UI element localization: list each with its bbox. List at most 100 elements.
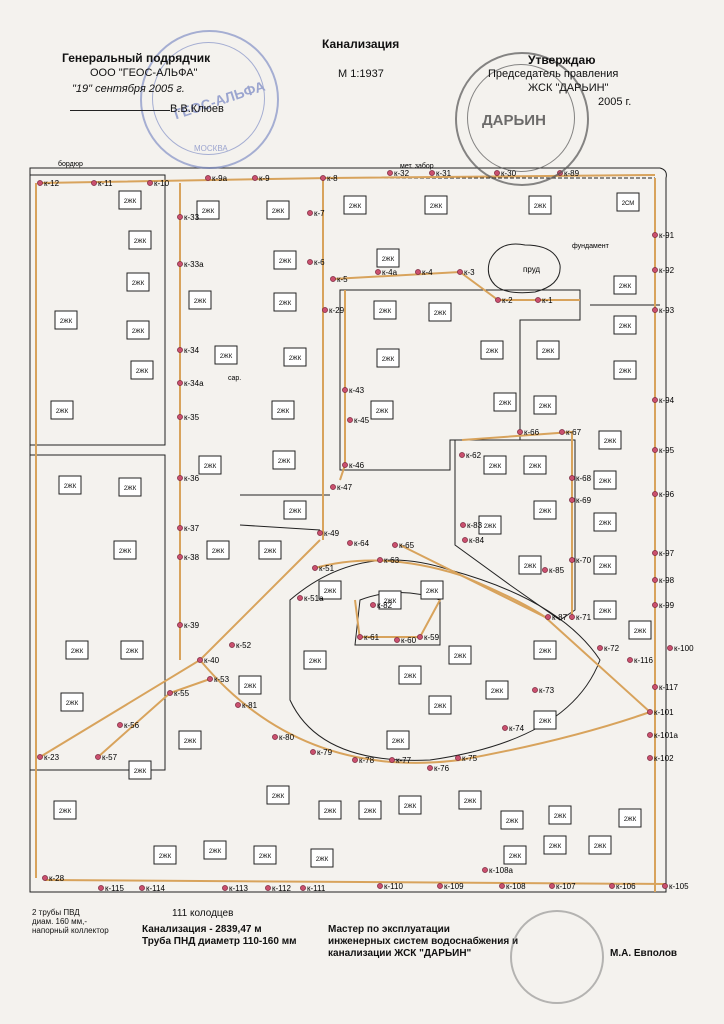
well-marker <box>357 634 363 640</box>
well-label: к-4а <box>382 268 398 277</box>
well: к-9 <box>252 174 270 183</box>
house-label: 2ЖК <box>509 854 522 860</box>
well: к-32 <box>387 169 410 178</box>
house-outline <box>188 290 212 310</box>
house: 2ЖК <box>548 805 572 825</box>
well-label: к-68 <box>576 474 592 483</box>
site-boundary <box>29 167 667 893</box>
house: 2ЖК <box>65 640 89 660</box>
well-label: к-73 <box>539 686 555 695</box>
house-outline <box>272 450 296 470</box>
well-label: к-95 <box>659 446 675 455</box>
well-marker <box>662 883 668 889</box>
well-label: к-36 <box>184 474 200 483</box>
well-marker <box>652 232 658 238</box>
well-marker <box>652 684 658 690</box>
well-marker <box>417 634 423 640</box>
well: к-34 <box>177 346 200 355</box>
house-label: 2ЖК <box>349 204 362 210</box>
well: к-96 <box>652 490 675 499</box>
pond-label: пруд <box>523 265 540 274</box>
house-outline <box>618 808 642 828</box>
well-marker <box>91 180 97 186</box>
well-marker <box>167 690 173 696</box>
house-outline <box>120 640 144 660</box>
house-outline <box>283 347 307 367</box>
well-marker <box>569 557 575 563</box>
house: 2ЖК <box>273 292 297 312</box>
house: 2ЖК <box>153 845 177 865</box>
house-outline <box>523 455 547 475</box>
well-label: к-92 <box>659 266 675 275</box>
fence-label: мет. забор <box>400 162 434 170</box>
house: 2ЖК <box>493 392 517 412</box>
house-label: 2ЖК <box>534 204 547 210</box>
well: к-8 <box>320 174 338 183</box>
contractor-signer: В.В.Клюев <box>170 103 224 115</box>
house-label: 2ЖК <box>202 209 215 215</box>
well-label: к-32 <box>394 169 410 178</box>
well-marker <box>652 550 658 556</box>
well-label: к-53 <box>214 675 230 684</box>
pipe-north <box>39 174 656 184</box>
house: 2ЖК <box>266 785 290 805</box>
pond <box>487 243 561 294</box>
house: 2ЖК <box>113 540 137 560</box>
house: 2ЖК <box>386 730 410 750</box>
well: к-78 <box>352 756 375 765</box>
well-label: к-5 <box>337 275 348 284</box>
house: 2ЖК <box>53 800 77 820</box>
well-marker <box>437 883 443 889</box>
house-label: 2ЖК <box>66 701 79 707</box>
house-outline <box>370 400 394 420</box>
approve-org: ЖСК "ДАРЬИН" <box>528 82 609 94</box>
well-label: к-55 <box>174 689 190 698</box>
house-outline <box>214 345 238 365</box>
well-label: к-75 <box>462 754 478 763</box>
house-outline <box>58 475 82 495</box>
house-outline <box>398 795 422 815</box>
well-label: к-101а <box>654 731 679 740</box>
house-outline <box>503 845 527 865</box>
contractor-stamp: ГЕОС-АЛЬФА МОСКВА <box>140 30 279 169</box>
well: к-51а <box>297 594 324 603</box>
well-marker <box>177 414 183 420</box>
well-label: к-59 <box>424 633 440 642</box>
well-marker <box>347 417 353 423</box>
house: 2ЖК <box>628 620 652 640</box>
well-marker <box>197 657 203 663</box>
house: 2ЖК <box>533 710 557 730</box>
house-label: 2ЖК <box>126 649 139 655</box>
well-marker <box>42 875 48 881</box>
house-label: 2ЖК <box>134 769 147 775</box>
well-label: к-99 <box>659 601 675 610</box>
house: 2ЖК <box>428 302 452 322</box>
footer-stamp <box>510 910 604 1004</box>
well: к-9а <box>205 174 228 183</box>
house-label: 2ЖК <box>194 299 207 305</box>
well-label: к-108а <box>489 866 514 875</box>
house-label: 2ЖК <box>454 654 467 660</box>
house-label: 2ЖК <box>464 799 477 805</box>
well-label: к-97 <box>659 549 675 558</box>
well: к-110 <box>377 882 403 891</box>
well-label: к-64 <box>354 539 370 548</box>
house-label: 2ЖК <box>539 404 552 410</box>
well: к-74 <box>502 724 525 733</box>
well-label: к-33 <box>184 213 200 222</box>
well-label: к-35 <box>184 413 200 422</box>
house: 2ЖК <box>448 645 472 665</box>
house: 2ЖК <box>196 200 220 220</box>
well: к-4 <box>415 268 433 277</box>
house: 2ЖК <box>126 320 150 340</box>
well: к-84 <box>462 536 485 545</box>
house: 2ЖК <box>373 300 397 320</box>
approve-title: Утверждаю <box>528 53 596 67</box>
well: к-91 <box>652 231 675 240</box>
well: к-28 <box>42 874 65 883</box>
well-label: к-71 <box>576 613 592 622</box>
well: к-108а <box>482 866 514 875</box>
well: к-45 <box>347 416 370 425</box>
well-label: к-117 <box>659 683 678 692</box>
well-label: к-8 <box>327 174 338 183</box>
